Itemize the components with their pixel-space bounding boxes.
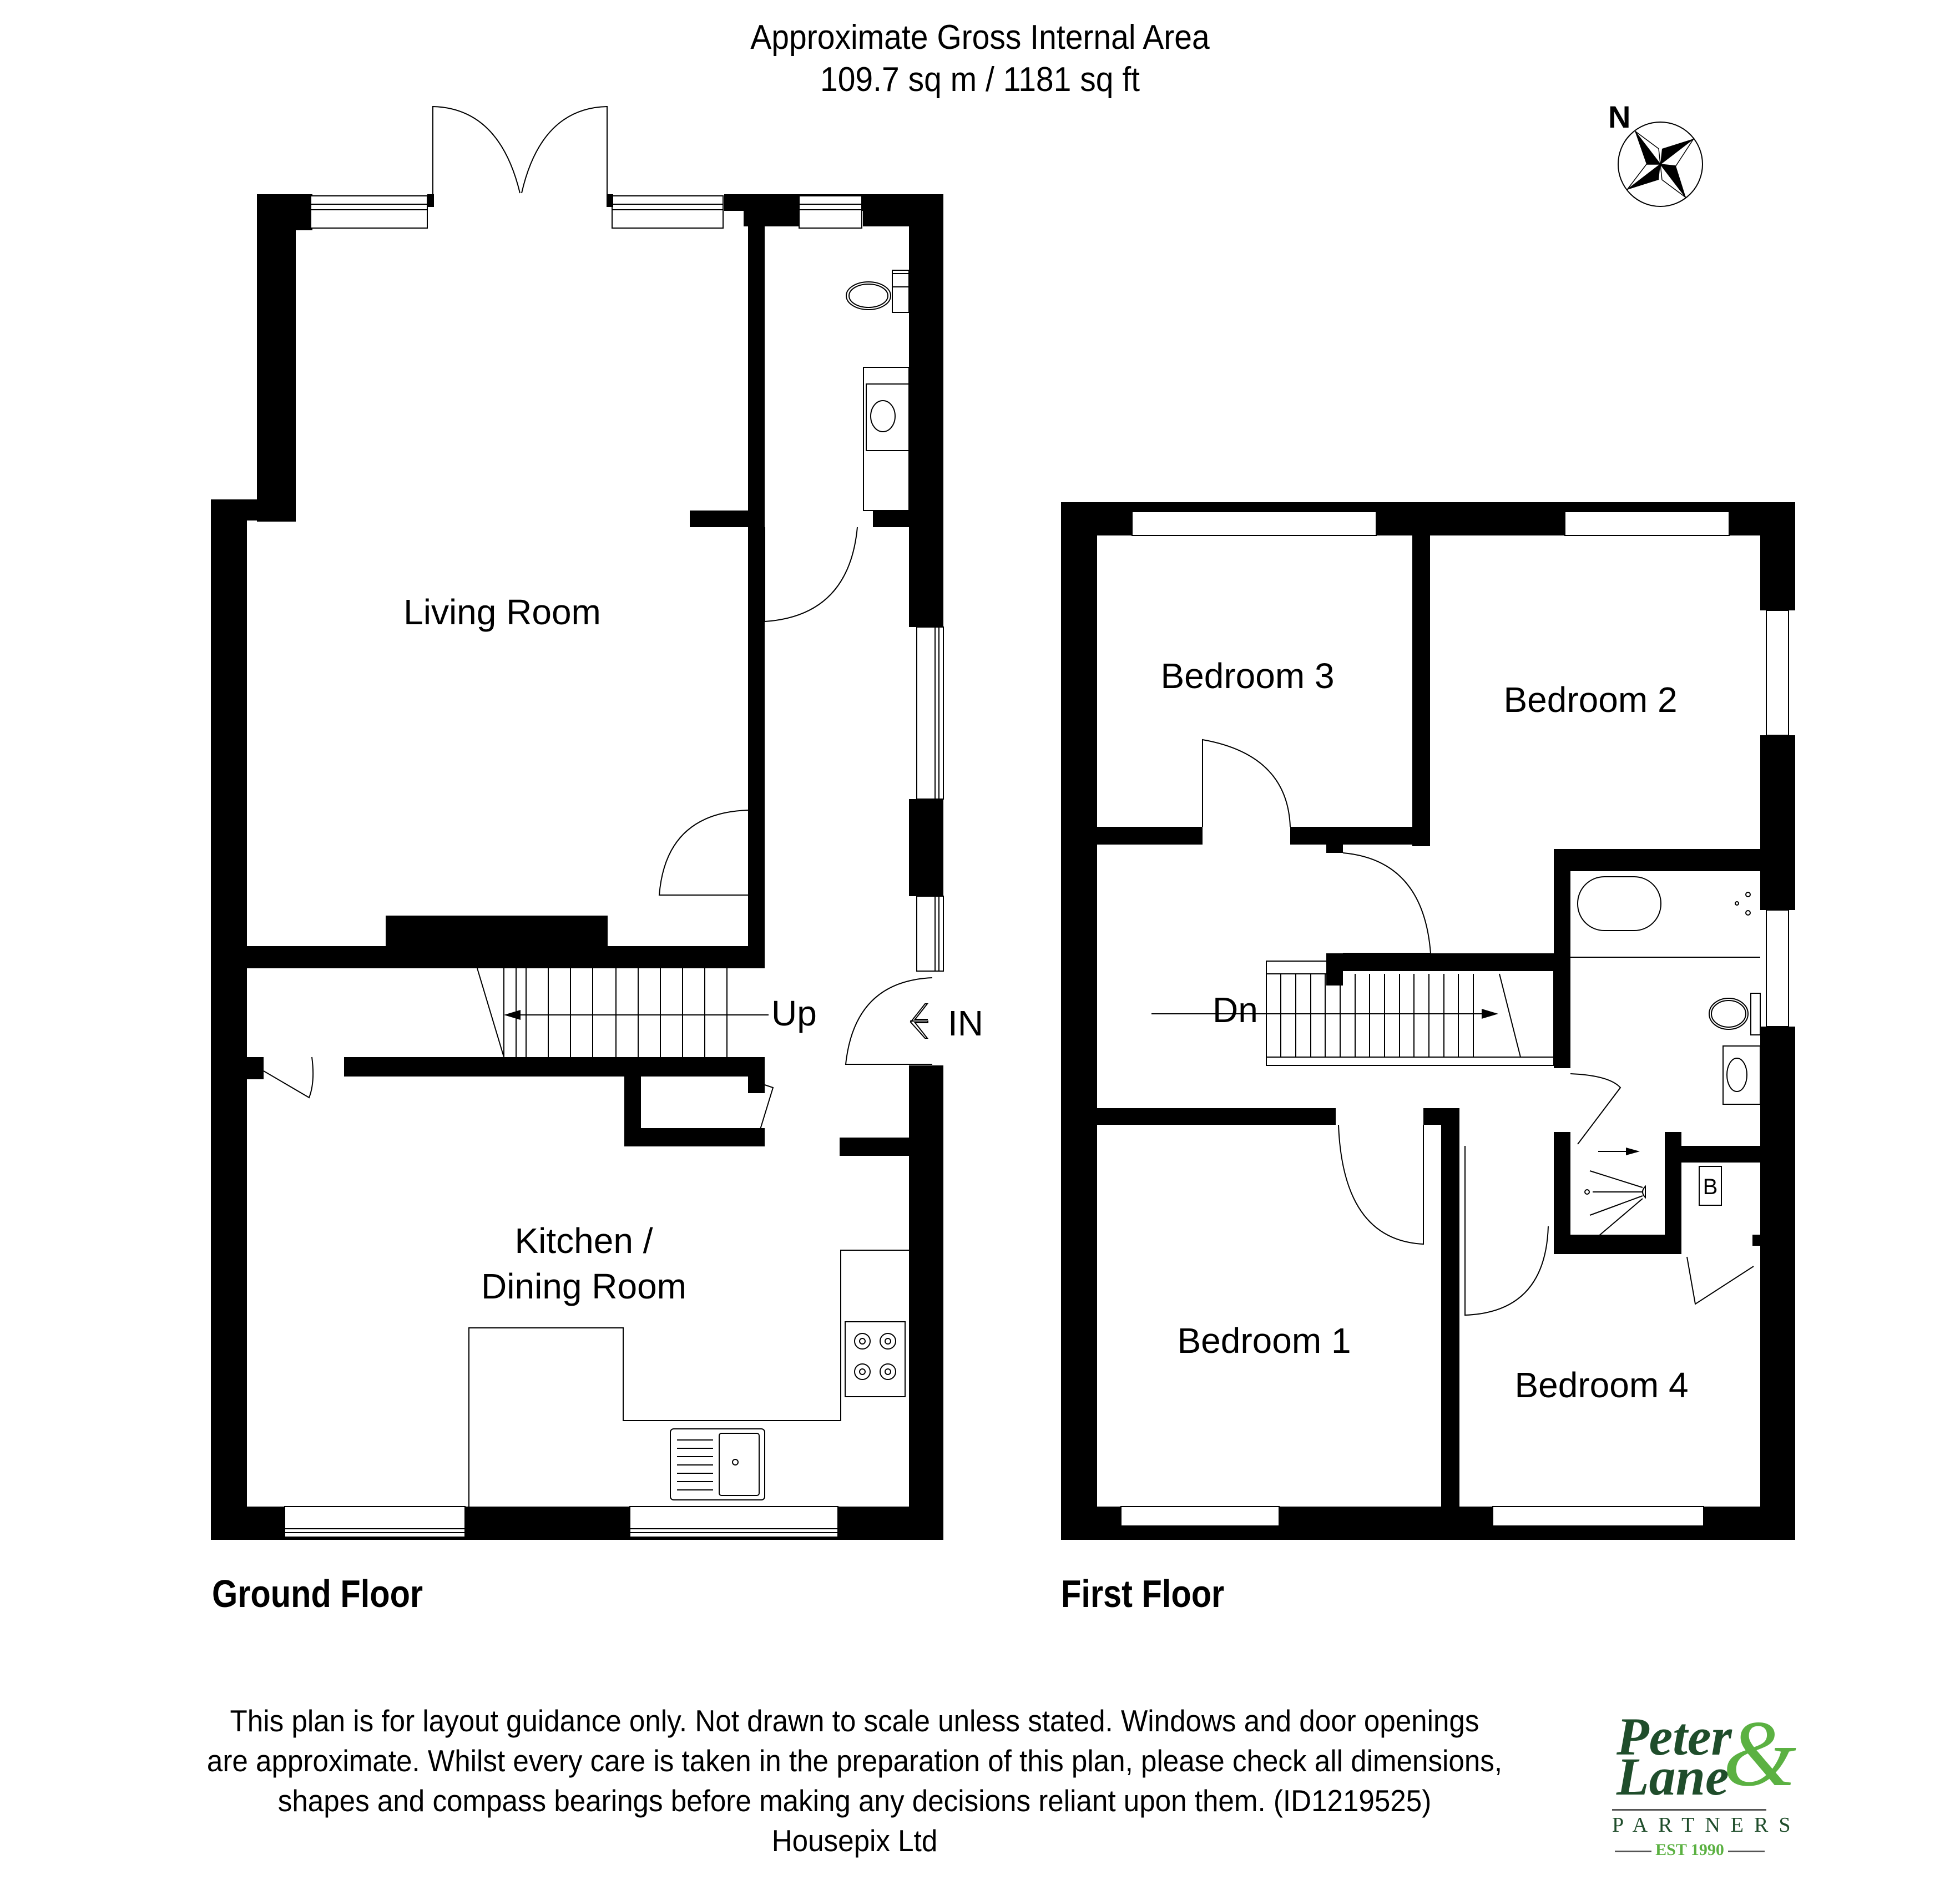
stairs-arrow-icon (504, 1010, 521, 1020)
basin-unit (863, 367, 910, 511)
shower-arrow-icon (1626, 1148, 1640, 1155)
credit-line: Housepix Ltd (771, 1823, 938, 1858)
boiler-label: B (1703, 1175, 1718, 1199)
first-floor-plan: Bedroom 3 Bedroom 2 Bedroom 1 Bedroom 4 … (1061, 502, 1795, 1540)
room-label-living-room: Living Room (403, 592, 601, 632)
compass-rose-icon (1618, 122, 1703, 207)
kitchen-fixtures (468, 1250, 909, 1507)
wc-fixtures (846, 270, 910, 511)
area-title-line1: Approximate Gross Internal Area (750, 18, 1210, 57)
first-stairs (1151, 961, 1554, 1066)
logo-rule-right (1728, 1850, 1765, 1852)
disclaimer-line: are approximate. Whilst every care is ta… (206, 1744, 1503, 1778)
room-label-bedroom-1: Bedroom 1 (1177, 1321, 1351, 1361)
ground-windows (284, 195, 944, 1538)
disclaimer: This plan is for layout guidance only. N… (128, 1701, 1582, 1861)
peter-lane-partners-logo: Peter Lane & PARTNERS EST 1990 (1612, 1706, 1801, 1862)
ground-door-swings (263, 105, 933, 1130)
disclaimer-line: shapes and compass bearings before makin… (277, 1783, 1432, 1818)
room-label-bedroom-4: Bedroom 4 (1514, 1365, 1688, 1405)
sink-icon (670, 1428, 765, 1500)
room-label-dining-room: Dining Room (481, 1266, 686, 1306)
logo-lane: Lane (1617, 1747, 1729, 1806)
basin-icon (870, 400, 896, 432)
logo-divider (1612, 1809, 1766, 1811)
entrance-arrow-icon (910, 1003, 929, 1039)
entrance-label: IN (948, 1003, 983, 1043)
stairs-down-label: Dn (1213, 990, 1258, 1030)
ground-floor-walls (211, 194, 943, 1540)
room-label-bedroom-3: Bedroom 3 (1160, 656, 1334, 696)
logo-established: EST 1990 (1612, 1841, 1767, 1859)
logo-partners: PARTNERS (1612, 1813, 1801, 1837)
ground-floor-plan: Living Room Kitchen / Dining Room Up IN (211, 105, 983, 1540)
shower-head-icon (1642, 1185, 1646, 1199)
logo-ampersand: & (1723, 1701, 1797, 1806)
toilet-icon (846, 281, 891, 310)
logo-peter: Peter (1617, 1707, 1732, 1766)
bathroom-fixtures (1570, 876, 1761, 1237)
first-windows (1120, 506, 1789, 1532)
compass-north-label: N (1608, 99, 1631, 134)
hob-icon (845, 1321, 906, 1397)
stairs-up-label: Up (771, 993, 817, 1033)
area-title-line2: 109.7 sq m / 1181 sq ft (820, 60, 1140, 99)
ground-floor-label: Ground Floor (212, 1572, 423, 1615)
room-label-kitchen: Kitchen / (514, 1221, 653, 1261)
basin-icon (1726, 1058, 1747, 1092)
area-title: Approximate Gross Internal Area 109.7 sq… (78, 17, 1881, 101)
logo-est-text: EST 1990 (1655, 1841, 1724, 1859)
first-door-swings (1202, 739, 1754, 1316)
bath-icon (1577, 876, 1661, 931)
disclaimer-line: This plan is for layout guidance only. N… (230, 1704, 1479, 1738)
toilet-icon (1709, 998, 1749, 1030)
logo-rule-left (1614, 1850, 1651, 1852)
first-floor-label: First Floor (1061, 1572, 1225, 1615)
ground-stairs (477, 968, 769, 1058)
room-label-bedroom-2: Bedroom 2 (1503, 680, 1677, 720)
stairs-down-arrow-icon (1482, 1009, 1498, 1019)
